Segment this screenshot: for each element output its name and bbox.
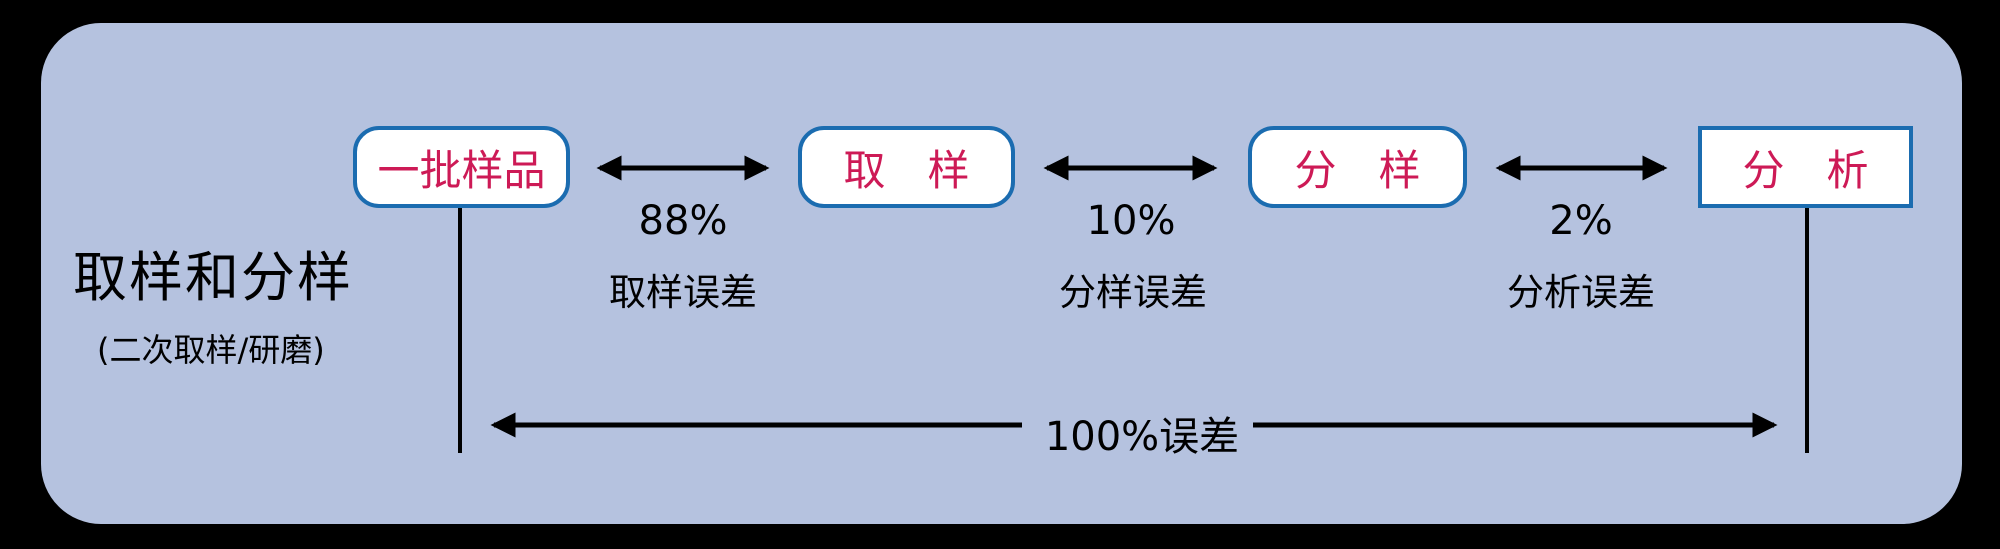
node-analysis-label: 分 析 (1742, 145, 1869, 195)
node-splitting-label: 分 样 (1294, 145, 1421, 195)
error-percent-splitting: 10% (1086, 198, 1176, 244)
error-label-analysis: 分析误差 (1507, 271, 1655, 314)
error-percent-sampling: 88% (638, 198, 728, 244)
sampling-diagram-panel: 取样和分样 (二次取样/研磨) (41, 23, 1962, 524)
error-percent-analysis: 2% (1549, 198, 1613, 244)
diagram-subtitle: (二次取样/研磨) (97, 331, 325, 370)
node-batch-sample-label: 一批样品 (377, 145, 546, 195)
node-analysis: 分 析 (1698, 126, 1913, 208)
node-sampling: 取 样 (798, 126, 1015, 208)
title-block: 取样和分样 (二次取样/研磨) (73, 248, 353, 371)
node-sampling-label: 取 样 (843, 145, 970, 195)
error-label-sampling: 取样误差 (609, 271, 757, 314)
node-splitting: 分 样 (1248, 126, 1467, 208)
diagram-title: 取样和分样 (73, 246, 353, 309)
node-batch-sample: 一批样品 (353, 126, 570, 208)
total-error-label: 100%误差 (1044, 414, 1240, 460)
error-label-splitting: 分样误差 (1059, 271, 1207, 314)
